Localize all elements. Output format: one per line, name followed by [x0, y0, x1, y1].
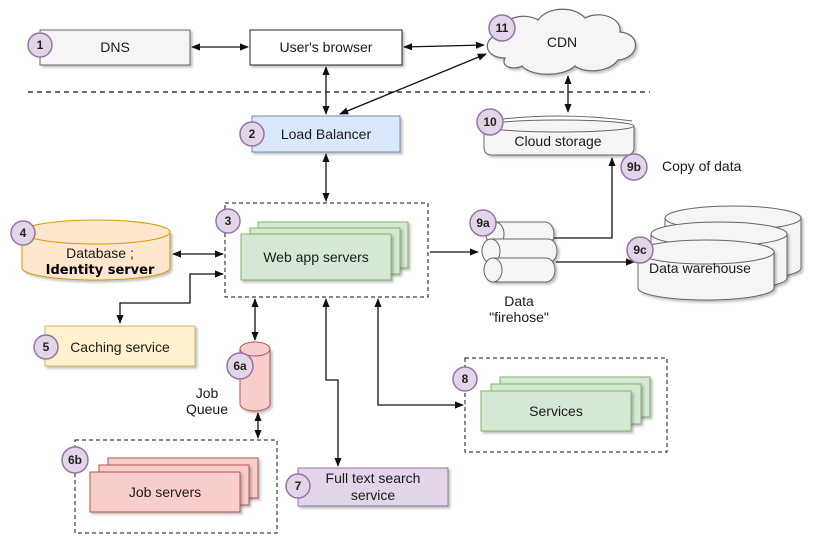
badge-6a-text: 6a	[233, 359, 247, 373]
browser-label: User's browser	[280, 39, 373, 55]
badge-6b-text: 6b	[68, 453, 82, 467]
cloud-storage-node: Cloud storage	[483, 115, 635, 156]
edge-web-full-text-search	[322, 298, 342, 467]
badge-1-text: 1	[37, 38, 44, 52]
badge-3-text: 3	[225, 214, 232, 228]
edge-browser-cdn	[403, 41, 485, 51]
web-app-servers-node: Web app servers	[240, 221, 409, 281]
firehose-label-line2: "firehose"	[489, 309, 549, 325]
badge-5-text: 5	[43, 340, 50, 354]
browser-node: User's browser	[249, 29, 403, 66]
badge-9a-text: 9a	[476, 216, 490, 230]
job-queue-label-line2: Queue	[186, 401, 228, 417]
badge-9a: 9a	[469, 209, 497, 237]
badge-4: 4	[10, 220, 36, 246]
database-label: Database ;	[66, 245, 134, 261]
load-balancer-label: Load Balancer	[281, 126, 372, 142]
badge-7-text: 7	[295, 479, 302, 493]
identity-server-label: Identity server	[46, 263, 155, 278]
full-text-search-label-line2: service	[351, 487, 396, 503]
full-text-search-label-line1: Full text search	[326, 470, 421, 486]
cloud-storage-label: Cloud storage	[514, 133, 601, 149]
badge-3: 3	[215, 208, 241, 234]
badge-5: 5	[33, 334, 59, 360]
badge-9b: 9b	[620, 153, 648, 181]
badge-9c: 9c	[626, 236, 654, 264]
web-app-group-border	[224, 202, 429, 298]
services-node: Services	[480, 376, 651, 432]
cdn-label: CDN	[547, 34, 577, 50]
badge-10: 10	[476, 108, 504, 136]
edge-lb-cdn	[339, 53, 487, 115]
full-text-search-node: Full text search service	[297, 467, 449, 507]
job-servers-label: Job servers	[129, 484, 201, 500]
edge-web-cache	[116, 270, 224, 324]
badge-9b-text: 9b	[627, 160, 641, 174]
services-group-border	[464, 357, 668, 453]
edge-firehose-cloud-storage	[554, 157, 616, 239]
badge-4-text: 4	[20, 226, 27, 240]
data-warehouse-label: Data warehouse	[649, 260, 751, 276]
badge-8: 8	[452, 366, 478, 392]
dns-label: DNS	[100, 39, 130, 55]
badge-8-text: 8	[462, 372, 469, 386]
job-queue-label-line1: Job	[196, 385, 219, 401]
copy-of-data-label: Copy of data	[662, 158, 742, 174]
data-warehouse-node: Data warehouse	[637, 205, 802, 301]
database-node: Database ; Identity server	[21, 219, 171, 281]
badge-6b: 6b	[61, 446, 89, 474]
badge-10-text: 10	[483, 115, 497, 129]
web-app-servers-label: Web app servers	[263, 249, 369, 265]
load-balancer-node: Load Balancer	[251, 115, 401, 153]
caching-service-label: Caching service	[70, 339, 170, 355]
edge-web-services	[374, 298, 464, 409]
badge-1: 1	[27, 32, 53, 58]
badge-2-text: 2	[249, 127, 256, 141]
badge-7: 7	[285, 473, 311, 499]
badge-2: 2	[239, 121, 265, 147]
services-label: Services	[529, 403, 583, 419]
dns-node: DNS	[39, 29, 191, 66]
job-servers-node: Job servers	[89, 457, 259, 513]
caching-service-node: Caching service	[44, 325, 196, 367]
badge-6a: 6a	[226, 352, 254, 380]
job-servers-group-border	[74, 439, 278, 534]
badge-11-text: 11	[496, 21, 509, 35]
badge-9c-text: 9c	[633, 243, 647, 257]
badge-11: 11	[488, 14, 516, 42]
firehose-label-line1: Data	[504, 293, 534, 309]
